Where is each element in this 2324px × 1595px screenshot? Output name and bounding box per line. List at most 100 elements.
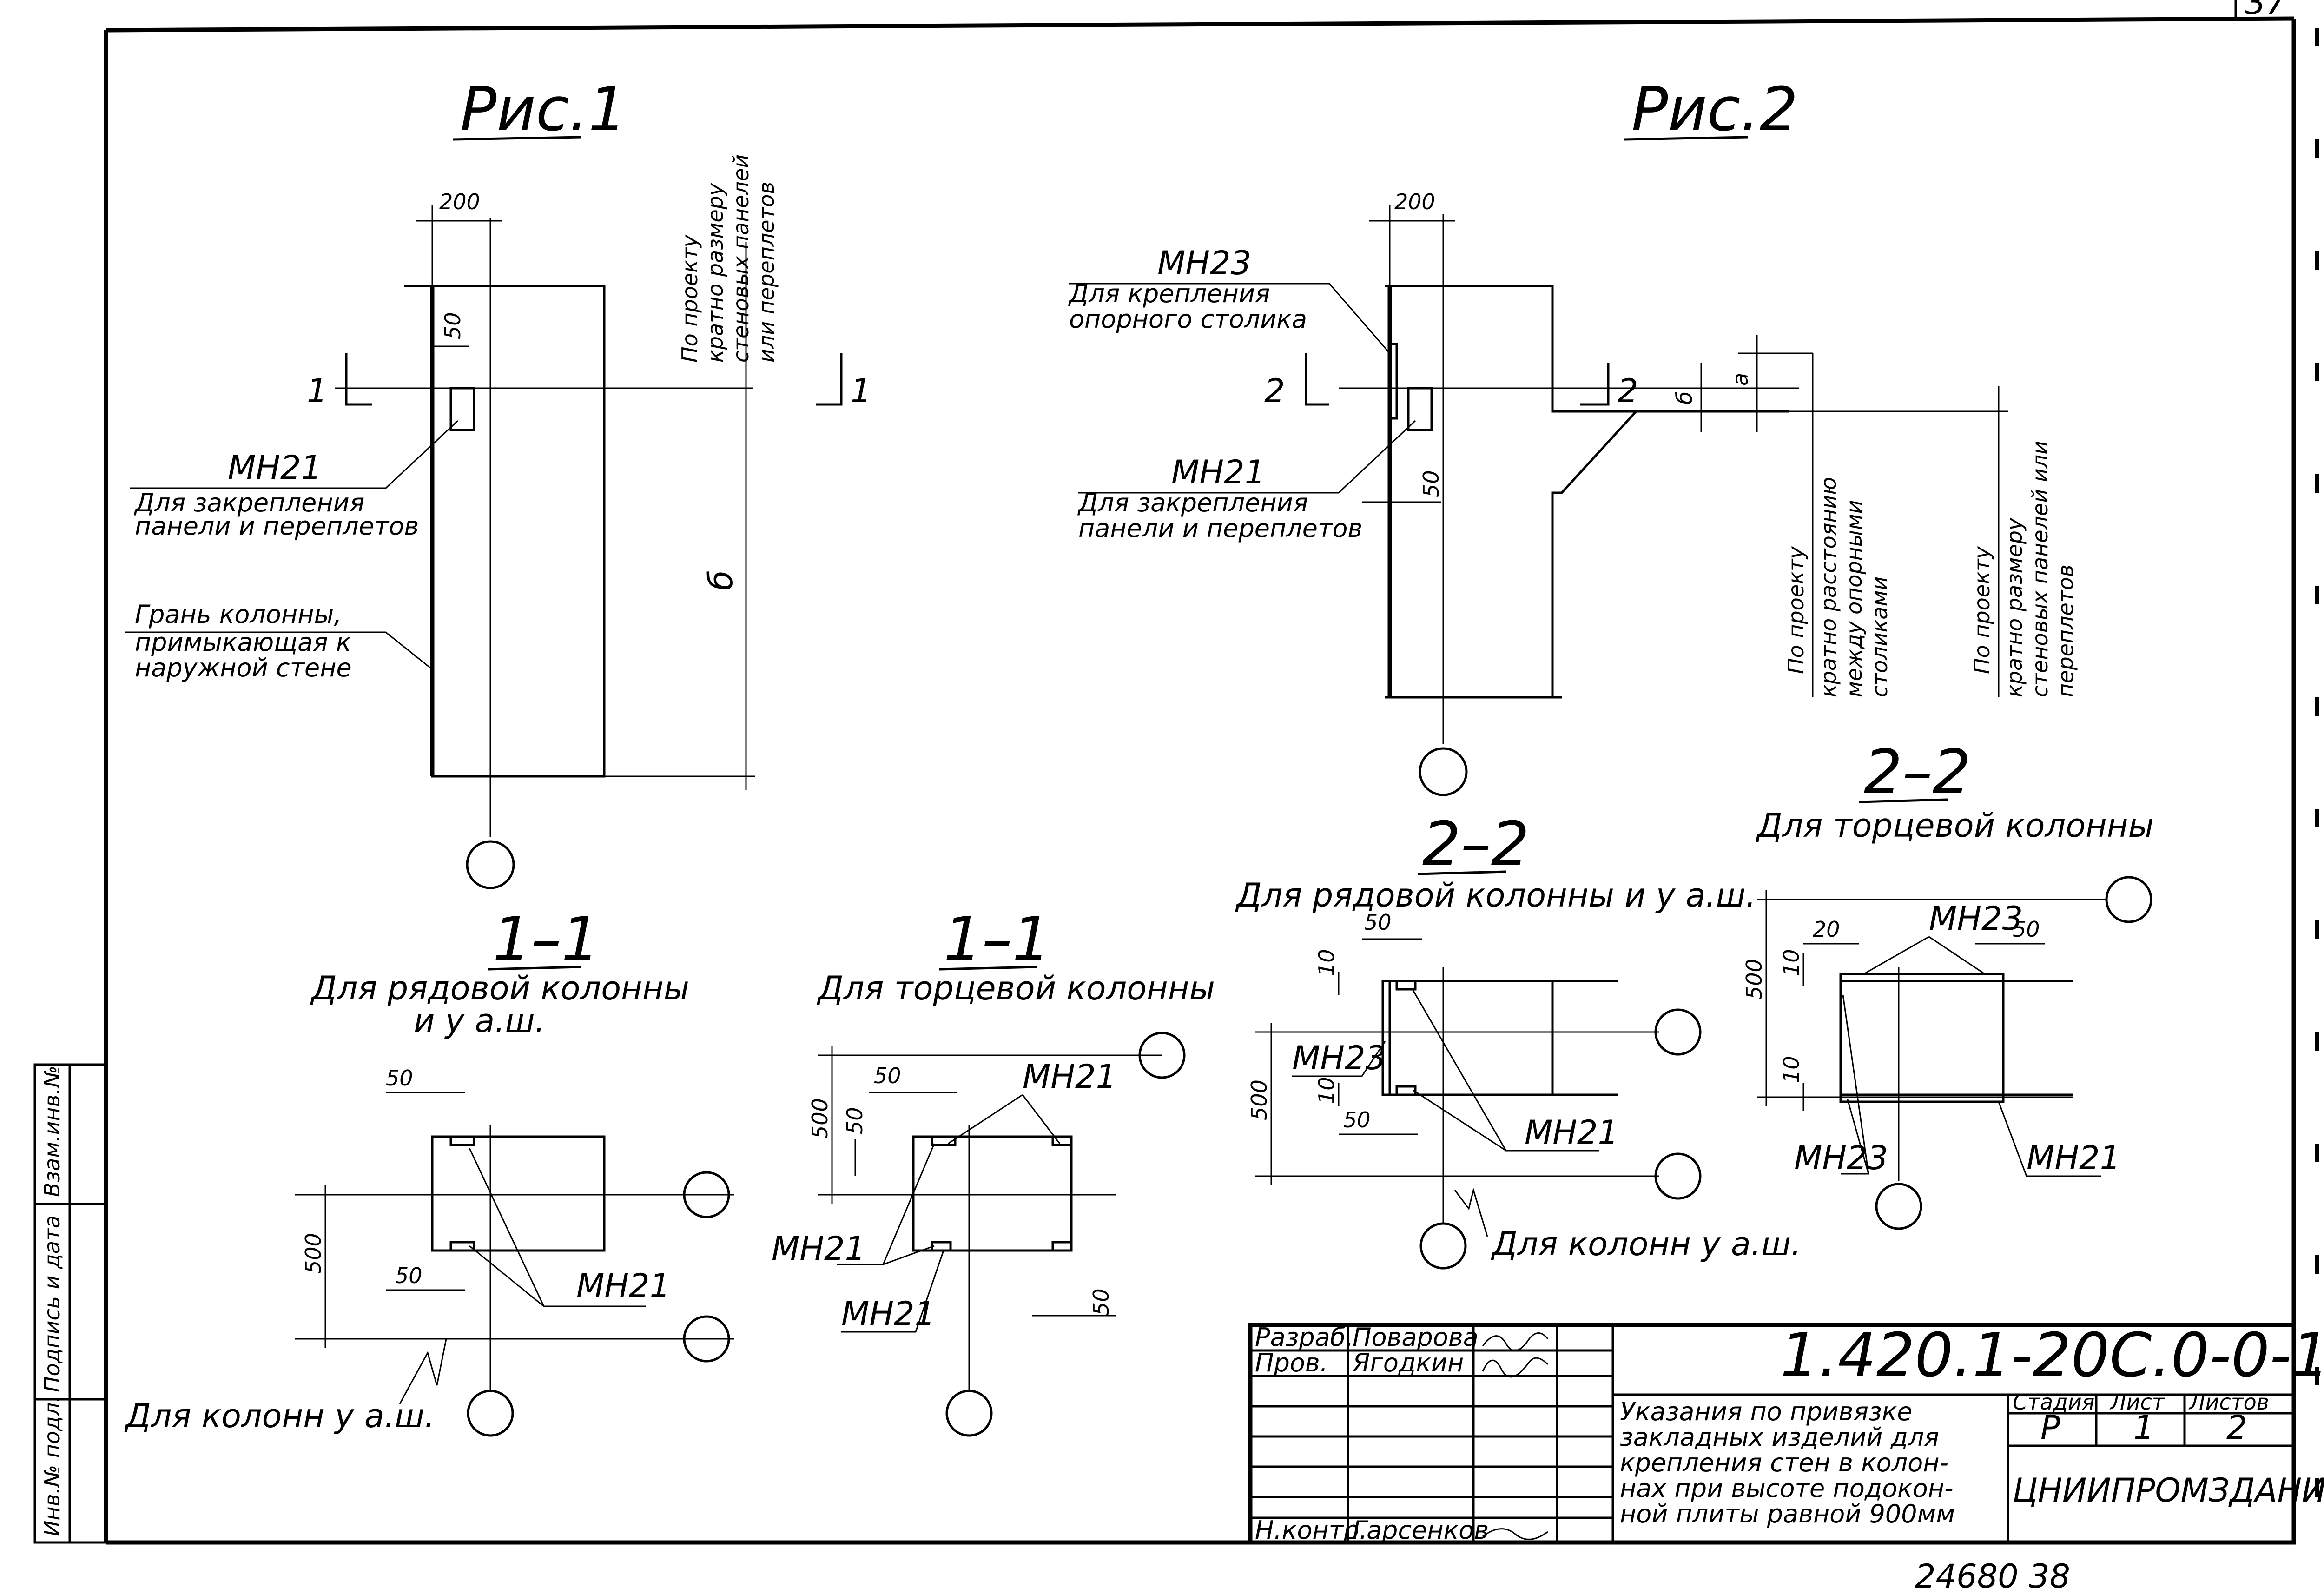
fig1-mh21-text-1: панели и переплетов <box>135 511 419 541</box>
sec22b-mh23-plate-bottom <box>1839 1093 2005 1103</box>
sec11b-mh21-left: МН21 <box>772 1230 865 1268</box>
tb-name-2: Гарсенков <box>1353 1516 1489 1545</box>
sec22a-dim-10b: 10 <box>1314 1077 1339 1104</box>
sec22b-dim-500: 500 <box>1742 959 1767 999</box>
sidebar-stamp: Инв.№ подл. Подпись и дата Взам.инв.№ <box>33 1063 108 1544</box>
tb-desc-3: нах при высоте подокон- <box>1620 1474 1954 1503</box>
fig2-section-mark-left: 2 <box>1264 372 1285 410</box>
sec11b-dim-50a: 50 <box>842 1107 867 1134</box>
fig1-section-mark-right: 1 <box>851 372 872 410</box>
sec22b-mh23-bottom: МН23 <box>1794 1139 1888 1177</box>
sec22b-dim-50: 50 <box>2013 917 2040 942</box>
sec11a-bubble-right-1 <box>683 1171 730 1218</box>
sec11a-bubble-bottom <box>467 1390 514 1437</box>
fig2-note-b-2: стеновых панелей или <box>2027 441 2053 697</box>
tb-signature-0 <box>1482 1332 1549 1351</box>
sec22b-dim-10b: 10 <box>1779 1056 1804 1083</box>
sec11b-mh21-c <box>931 1241 952 1252</box>
tb-role-2: Н.контр. <box>1255 1516 1367 1545</box>
fig2-mh23-text-0: Для крепления <box>1068 279 1270 308</box>
sec22a-subtitle: Для рядовой колонны и у а.ш. <box>1235 876 1756 914</box>
sheet-frame: 37 24680 38 <box>104 0 2319 1595</box>
sec22b-subtitle: Для торцевой колонны <box>1756 807 2154 845</box>
tb-name-1: Ягодкин <box>1352 1348 1464 1377</box>
fig1-title: Рис.1 <box>460 74 627 145</box>
fig2-note-b-0: По проекту <box>1969 546 1994 674</box>
fig1-section-mark-left: 1 <box>307 372 328 410</box>
fig1-dim-b: б <box>702 570 740 590</box>
fig1-face-text-2: наружной стене <box>135 653 352 682</box>
tb-sheets: 2 <box>2226 1409 2247 1447</box>
fig1-note-proj-2: стеновых панелей <box>728 154 753 363</box>
sec11a-dim-500: 500 <box>301 1233 326 1274</box>
fig2-section-mark-right: 2 <box>1618 372 1638 410</box>
fig1-mh21-text-0: Для закрепления <box>134 488 364 517</box>
sec11b-mh21-d <box>1051 1241 1073 1252</box>
tb-desc-4: ной плиты равной 900мм <box>1620 1499 1955 1529</box>
sec11b-mh21-a <box>931 1135 957 1146</box>
fig2-note-a-3: столиками <box>1867 576 1892 697</box>
sec22a-mh23-plate <box>1381 980 1391 1096</box>
tb-stage-header: Стадия <box>2013 1390 2094 1415</box>
sec11b-dim-500: 500 <box>807 1098 832 1139</box>
tb-desc-2: крепления стен в колон- <box>1620 1448 1948 1477</box>
fig1-note-proj-0: По проекту <box>677 234 702 363</box>
sec22b-dim-10a: 10 <box>1779 949 1804 976</box>
fig2-mh23-plate <box>1388 343 1398 420</box>
sec11b-bubble-top <box>1138 1032 1186 1079</box>
sidebar-label-sign: Подпись и дата <box>40 1215 65 1392</box>
sec22a-mh21-bottom <box>1395 1085 1417 1096</box>
sec11a-subtitle-0: Для рядовой колонны <box>310 969 689 1007</box>
fig1-dim-50: 50 <box>440 312 465 339</box>
sidebar-label-replace: Взам.инв.№ <box>40 1066 65 1197</box>
sec22a-bubble-right-1 <box>1654 1008 1702 1056</box>
fig2-dim-200: 200 <box>1394 189 1435 214</box>
sec11b-subtitle: Для торцевой колонны <box>817 969 1215 1007</box>
sec22a-dim-50b: 50 <box>1343 1107 1371 1132</box>
sec22a-dim-500: 500 <box>1247 1079 1272 1120</box>
sec11b-mh21-b <box>1051 1135 1073 1146</box>
sec22a-mh21-label: МН21 <box>1525 1113 1618 1152</box>
sec22b-bubble-top <box>2105 876 2152 923</box>
sec22b-mh23-top: МН23 <box>1929 900 2023 938</box>
sec22b-mh21-label: МН21 <box>2027 1139 2120 1177</box>
fig1-face-text-0: Грань колонны, <box>135 600 342 629</box>
tb-name-0: Поварова <box>1353 1323 1479 1352</box>
sec11b-mh21-bottom: МН21 <box>841 1295 935 1333</box>
sec22a-mh23-label: МН23 <box>1292 1039 1386 1077</box>
sec22a-column-section <box>1388 980 1554 1096</box>
sec11a-title: 1–1 <box>493 904 600 974</box>
tb-code: 1.420.1-20С.0-0-12 <box>1780 1320 2324 1390</box>
sec11b-mh21-top: МН21 <box>1023 1058 1116 1096</box>
fig2-mh21-text-0: Для закрепления <box>1077 488 1308 517</box>
sec11a-dim-50-bottom: 50 <box>395 1263 423 1288</box>
sec11a-mh21-bottom <box>449 1241 475 1252</box>
sheet-corner-number: 37 <box>2245 0 2286 22</box>
sec11a-subtitle-1: и у а.ш. <box>414 1002 545 1040</box>
sec11b-dim-50b: 50 <box>874 1063 901 1088</box>
fig2-note-b-1: кратно размеру <box>2002 517 2027 697</box>
fig2-mh23-text-1: опорного столика <box>1069 304 1307 334</box>
fig2-mh21-text-1: панели и переплетов <box>1078 514 1362 543</box>
sidebar-label-inv: Инв.№ подл. <box>40 1396 65 1536</box>
fig1-note-proj-1: кратно размеру <box>703 183 728 363</box>
section-2-2-row: 2–2 Для рядовой колонны и у а.ш. 500 50 … <box>1235 808 1801 1270</box>
fig1-dim-200: 200 <box>439 189 480 214</box>
section-1-1-end: 1–1 Для торцевой колонны 500 50 50 50 МН… <box>772 904 1215 1437</box>
sec22a-title: 2–2 <box>1422 808 1529 879</box>
fig1-axis-bubble <box>466 840 515 889</box>
fig2-title: Рис.2 <box>1631 74 1798 145</box>
sec22a-dim-50a: 50 <box>1364 910 1392 935</box>
tb-desc-1: закладных изделий для <box>1620 1423 1939 1452</box>
sheet-bottom-numbers: 24680 38 <box>1915 1557 2070 1595</box>
sec22b-title: 2–2 <box>1864 736 1971 807</box>
tb-sheet-header: Лист <box>2109 1390 2165 1415</box>
sec11a-column-section <box>431 1135 606 1252</box>
sec22a-mh21-top <box>1395 980 1417 991</box>
fig2-column-outline <box>1385 285 1789 413</box>
fig2-axis-bubble <box>1419 747 1468 796</box>
tb-desc-0: Указания по привязке <box>1620 1397 1913 1426</box>
sec11a-bubble-right-2 <box>683 1315 730 1363</box>
figure-2: Рис.2 200 МН23 Для крепления опорного ст… <box>1068 74 2078 796</box>
